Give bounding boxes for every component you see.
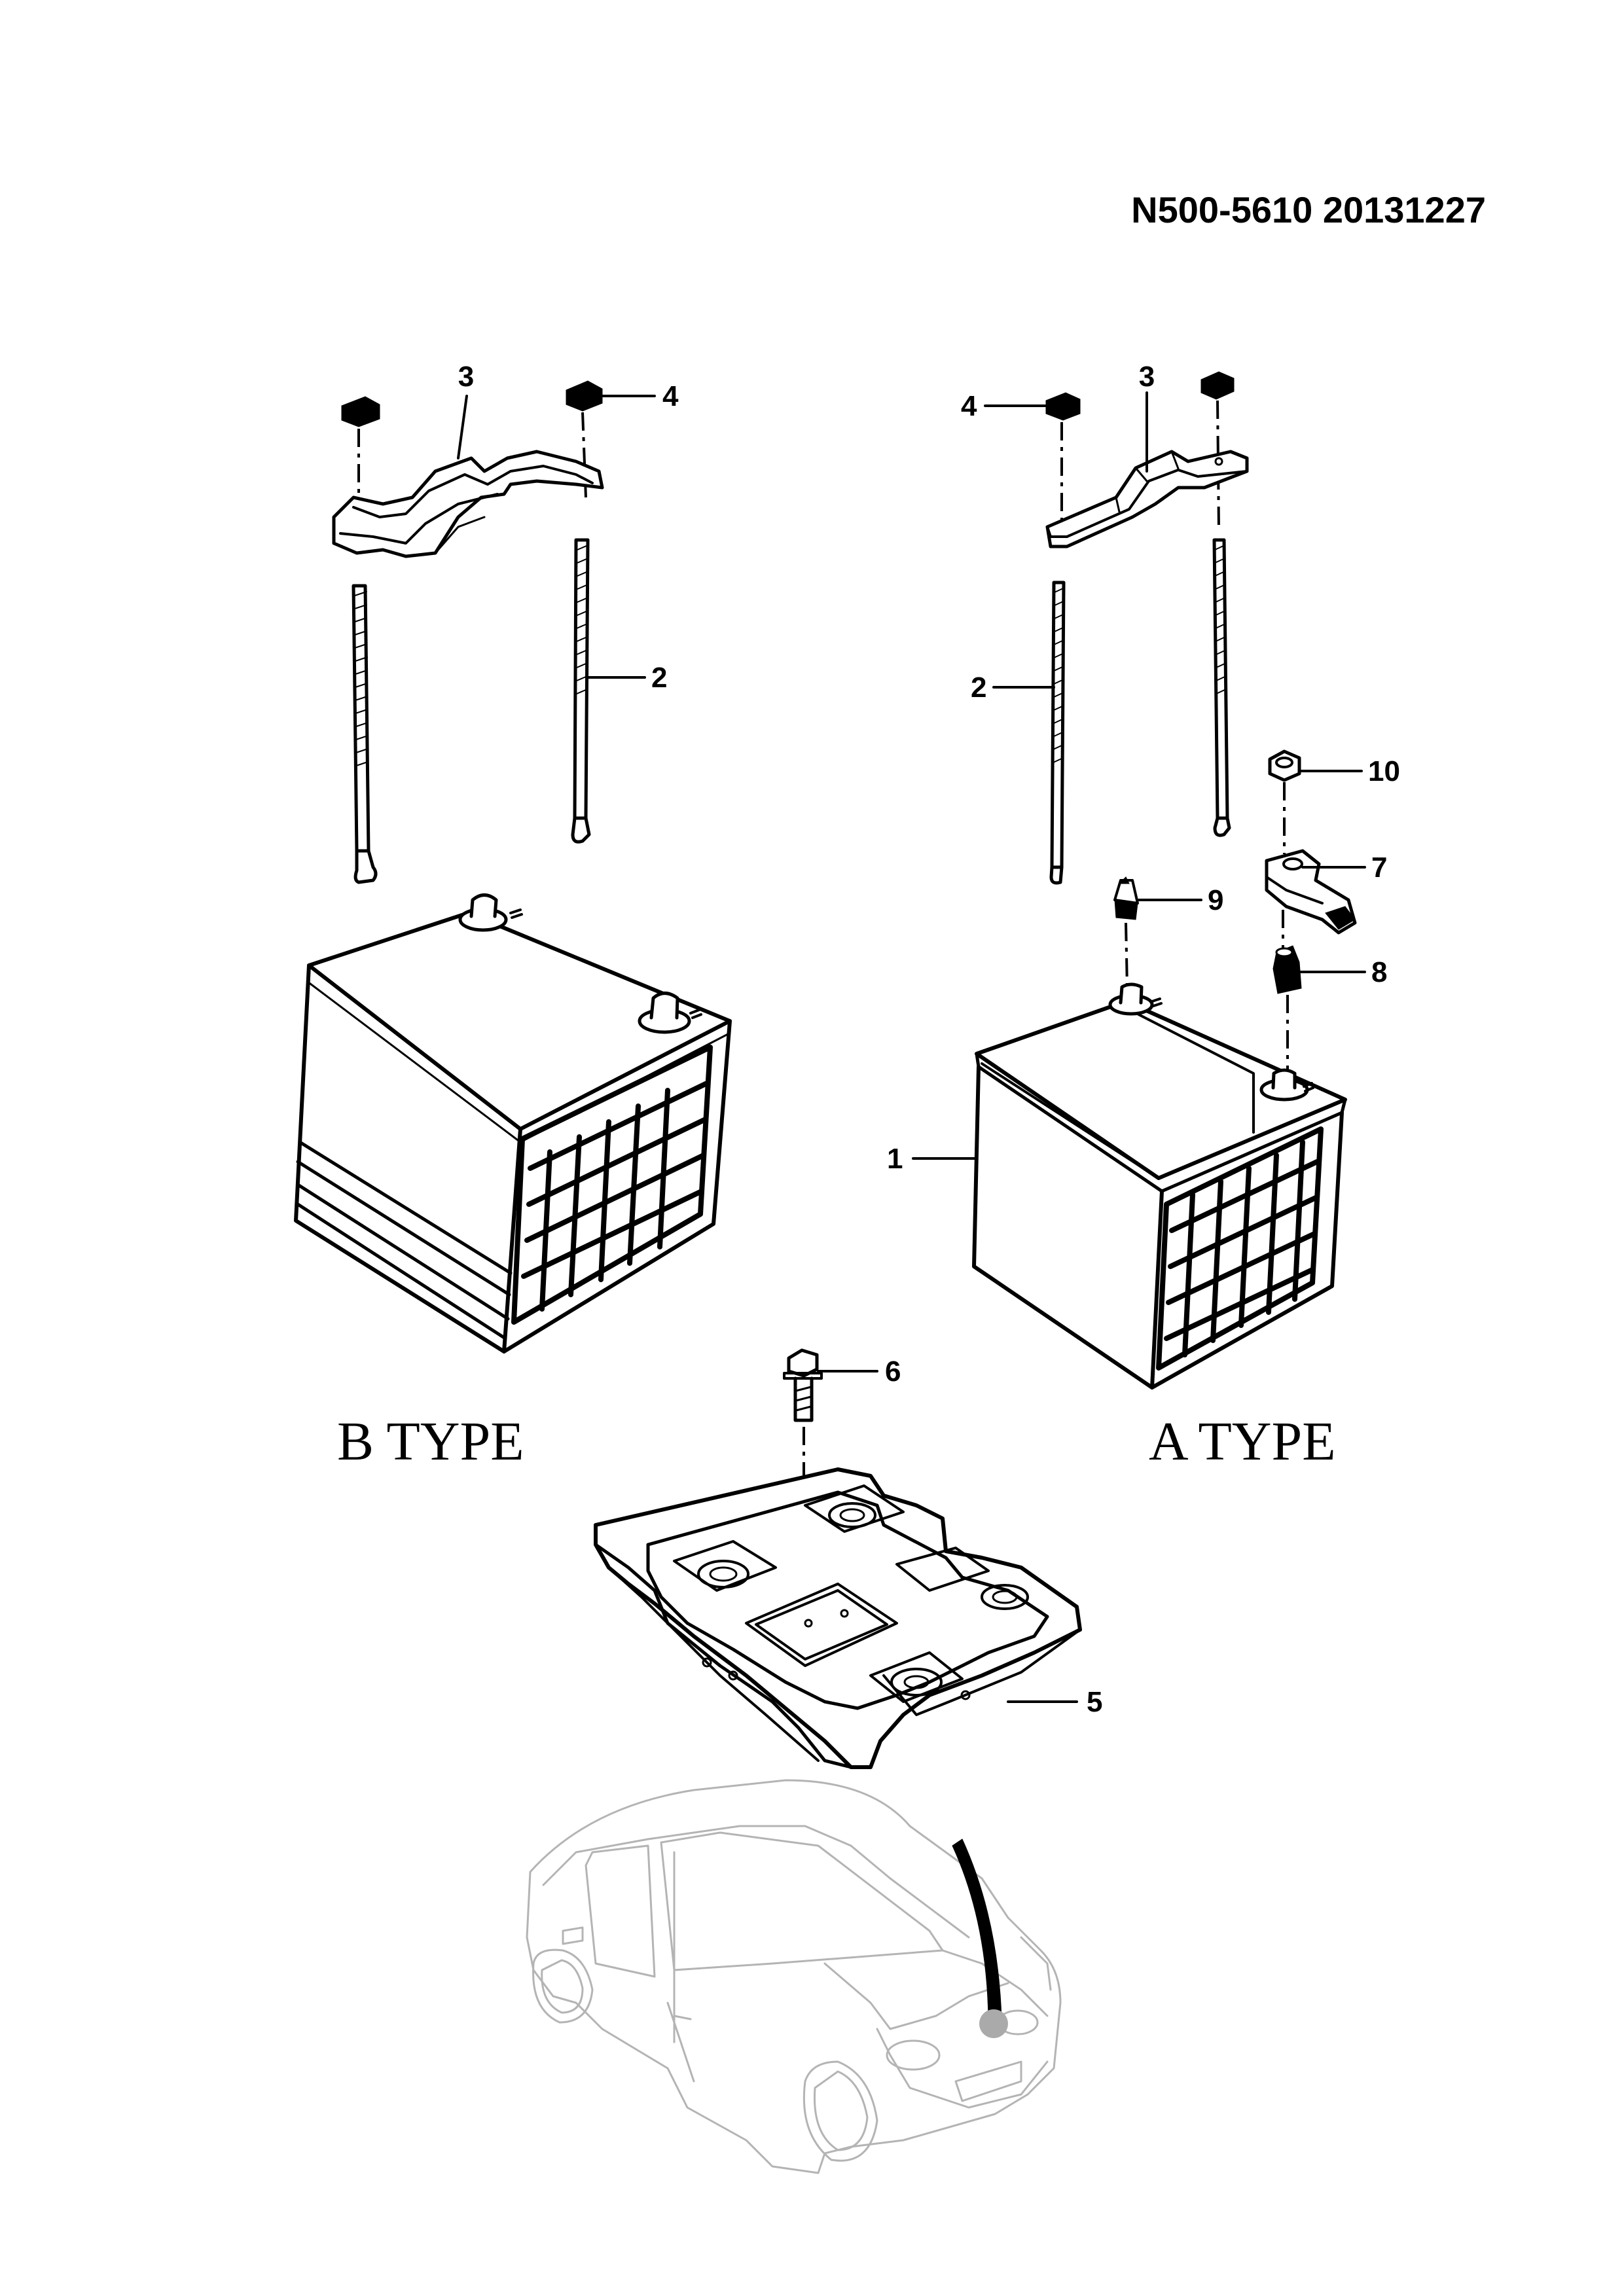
svg-text:2: 2 — [651, 662, 667, 694]
a-terminal-nut — [1268, 749, 1301, 782]
b-callout-3: 3 — [457, 361, 474, 459]
battery-location-dot — [979, 2009, 1008, 2038]
b-terminal-left — [458, 893, 523, 932]
b-right-rod — [571, 538, 591, 844]
a-left-rod — [1049, 581, 1066, 885]
svg-text:3: 3 — [458, 361, 474, 393]
a-left-nut — [1045, 392, 1081, 421]
a-terminal-right — [1259, 1068, 1314, 1102]
b-type-label: B TYPE — [337, 1411, 524, 1472]
a-battery — [972, 982, 1347, 1390]
vehicle-location-sketch — [526, 1779, 1062, 2174]
svg-text:5: 5 — [1087, 1686, 1102, 1718]
a-type-assembly — [972, 371, 1357, 1390]
a-callout-2: 2 — [971, 672, 1055, 704]
svg-text:4: 4 — [662, 380, 679, 412]
callout-5: 5 — [1007, 1686, 1102, 1718]
b-right-nut — [566, 380, 603, 412]
a-terminal-cap-8 — [1272, 945, 1302, 994]
b-battery — [294, 893, 732, 1354]
b-callout-4: 4 — [601, 380, 679, 412]
svg-text:6: 6 — [885, 1355, 901, 1388]
callout-6: 6 — [817, 1355, 901, 1388]
a-callout-7: 7 — [1301, 852, 1387, 884]
svg-text:8: 8 — [1371, 956, 1387, 988]
b-bracket — [332, 450, 604, 558]
a-callout-8: 8 — [1298, 956, 1387, 988]
b-terminal-right — [638, 992, 702, 1034]
drawing-code: N500-5610 20131227 — [1131, 189, 1486, 230]
tray-bolt — [783, 1348, 823, 1422]
battery-tray — [594, 1467, 1082, 1769]
a-terminal-clamp — [1265, 849, 1357, 935]
svg-text:4: 4 — [961, 390, 977, 422]
a-callout-10: 10 — [1298, 755, 1400, 787]
a-type-label: A TYPE — [1149, 1411, 1336, 1472]
a-callout-4: 4 — [961, 390, 1047, 422]
b-left-rod — [352, 584, 378, 884]
a-right-rod — [1212, 538, 1231, 837]
b-callout-2: 2 — [586, 662, 667, 694]
svg-text:10: 10 — [1368, 755, 1400, 787]
svg-text:9: 9 — [1208, 884, 1223, 916]
a-terminal-cap-9 — [1113, 876, 1139, 920]
b-left-nut — [341, 396, 380, 427]
a-right-nut — [1200, 371, 1235, 400]
svg-text:7: 7 — [1371, 852, 1387, 884]
a-callout-1: 1 — [887, 1143, 977, 1175]
svg-text:1: 1 — [887, 1143, 903, 1175]
a-terminal-left — [1108, 982, 1163, 1016]
b-type-assembly — [294, 380, 732, 1354]
svg-text:2: 2 — [971, 672, 986, 704]
a-callout-3: 3 — [1139, 361, 1155, 473]
svg-text:3: 3 — [1139, 361, 1155, 393]
location-pointer — [952, 1839, 1008, 2038]
a-callout-9: 9 — [1138, 884, 1223, 916]
